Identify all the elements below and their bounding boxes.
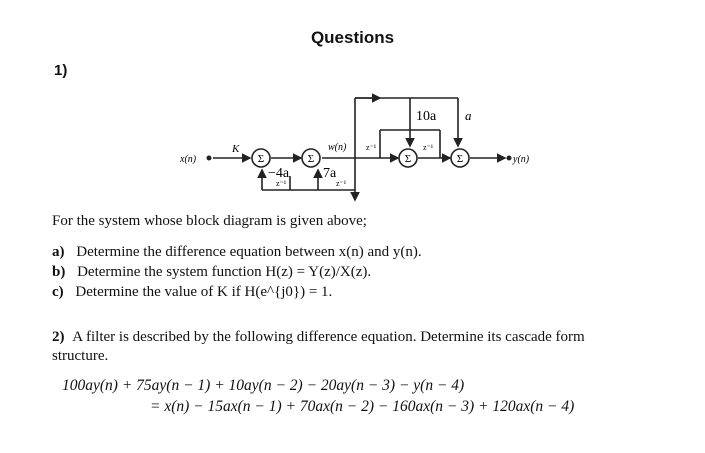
coef-10a: 10a [416, 109, 437, 124]
gain-label: K [231, 143, 240, 155]
delay-label-2: z⁻¹ [423, 143, 434, 152]
w-label: w(n) [328, 142, 347, 153]
summer-3 [398, 148, 418, 168]
input-node [206, 155, 212, 161]
part-a-label: a) [52, 244, 65, 260]
question-2-number: 2) [52, 329, 65, 345]
delay-label-3: z⁻¹ [276, 179, 287, 188]
summer-4-symbol: Σ [457, 153, 463, 165]
part-b: b) Determine the system function H(z) = … [52, 264, 371, 281]
summer-2 [301, 148, 321, 168]
question-2-text-2: structure. [52, 348, 109, 364]
part-c-label: c) [52, 284, 64, 300]
coef-a: a [465, 108, 472, 123]
equation-line-2: = x(n) − 15ax(n − 1) + 70ax(n − 2) − 160… [150, 398, 575, 415]
part-c-text: Determine the value of K if H(e^{j0}) = … [75, 284, 333, 300]
summer-1-symbol: Σ [258, 153, 264, 165]
question-2-line-1: 2) A filter is described by the followin… [52, 329, 585, 346]
page-title: Questions [310, 28, 395, 47]
coef-minus-4a: −4a [268, 166, 290, 181]
output-label: y(n) [512, 154, 530, 165]
block-diagram: Σ Σ Σ Σ x(n) y(n) K w(n) z⁻¹ z⁻¹ z⁻¹ z⁻¹… [179, 93, 530, 202]
question-2-text-1: A filter is described by the following d… [72, 329, 585, 345]
question-1-intro: For the system whose block diagram is gi… [52, 213, 367, 229]
delay-label-1: z⁻¹ [366, 143, 377, 152]
summer-2-symbol: Σ [308, 153, 314, 165]
input-label: x(n) [179, 154, 197, 165]
part-b-text: Determine the system function H(z) = Y(z… [77, 264, 372, 280]
summer-1 [251, 148, 271, 168]
question-1-number: 1) [54, 62, 68, 79]
delay-label-4: z⁻¹ [336, 179, 347, 188]
summer-3-symbol: Σ [405, 153, 411, 165]
coef-7a: 7a [323, 166, 337, 181]
part-a: a) Determine the difference equation bet… [52, 244, 422, 261]
equation-line-1: 100ay(n) + 75ay(n − 1) + 10ay(n − 2) − 2… [62, 377, 465, 394]
part-a-text: Determine the difference equation betwee… [76, 244, 422, 260]
summer-4 [450, 148, 470, 168]
part-b-label: b) [52, 264, 66, 280]
part-c: c) Determine the value of K if H(e^{j0})… [52, 284, 332, 301]
output-node [506, 155, 512, 161]
